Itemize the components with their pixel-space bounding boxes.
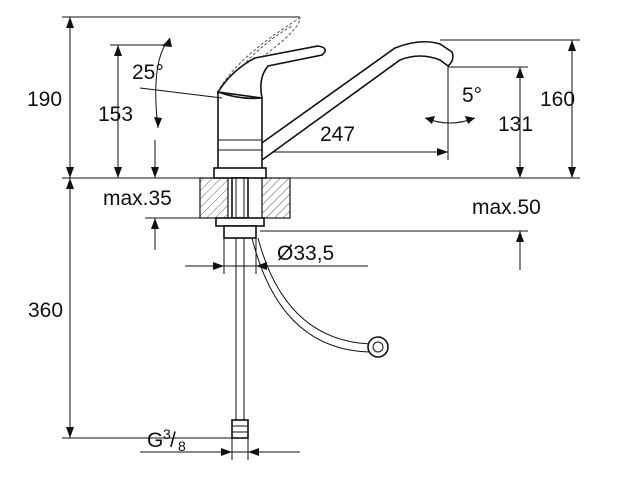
left-dimension-lines: [62, 16, 580, 439]
dim-max-35: max.35: [103, 187, 172, 210]
dim-160: 160: [540, 88, 575, 111]
faucet-body: [213, 17, 454, 439]
thread-fraction-slash: /: [170, 429, 176, 452]
dim-max-50: max.50: [472, 196, 541, 219]
lever-angle-arc: [139, 37, 223, 129]
dim-190: 190: [27, 88, 62, 111]
dim-360: 360: [28, 299, 63, 322]
thread-dimension: [140, 438, 300, 460]
dim-25-degree: 25°: [132, 61, 164, 84]
dim-5-degree: 5°: [462, 84, 482, 107]
diameter-dimension: [185, 236, 368, 274]
dim-153: 153: [98, 103, 133, 126]
dim-thread-g: G: [147, 429, 163, 452]
dim-thread-numerator: 3: [163, 426, 171, 442]
dim-thread-denominator: 8: [178, 438, 186, 454]
dim-247: 247: [320, 123, 355, 146]
dim-diameter: Ø33,5: [277, 242, 334, 265]
worktop-section: [199, 177, 291, 219]
dim-131: 131: [498, 113, 533, 136]
right-dimension-lines: [240, 39, 580, 270]
